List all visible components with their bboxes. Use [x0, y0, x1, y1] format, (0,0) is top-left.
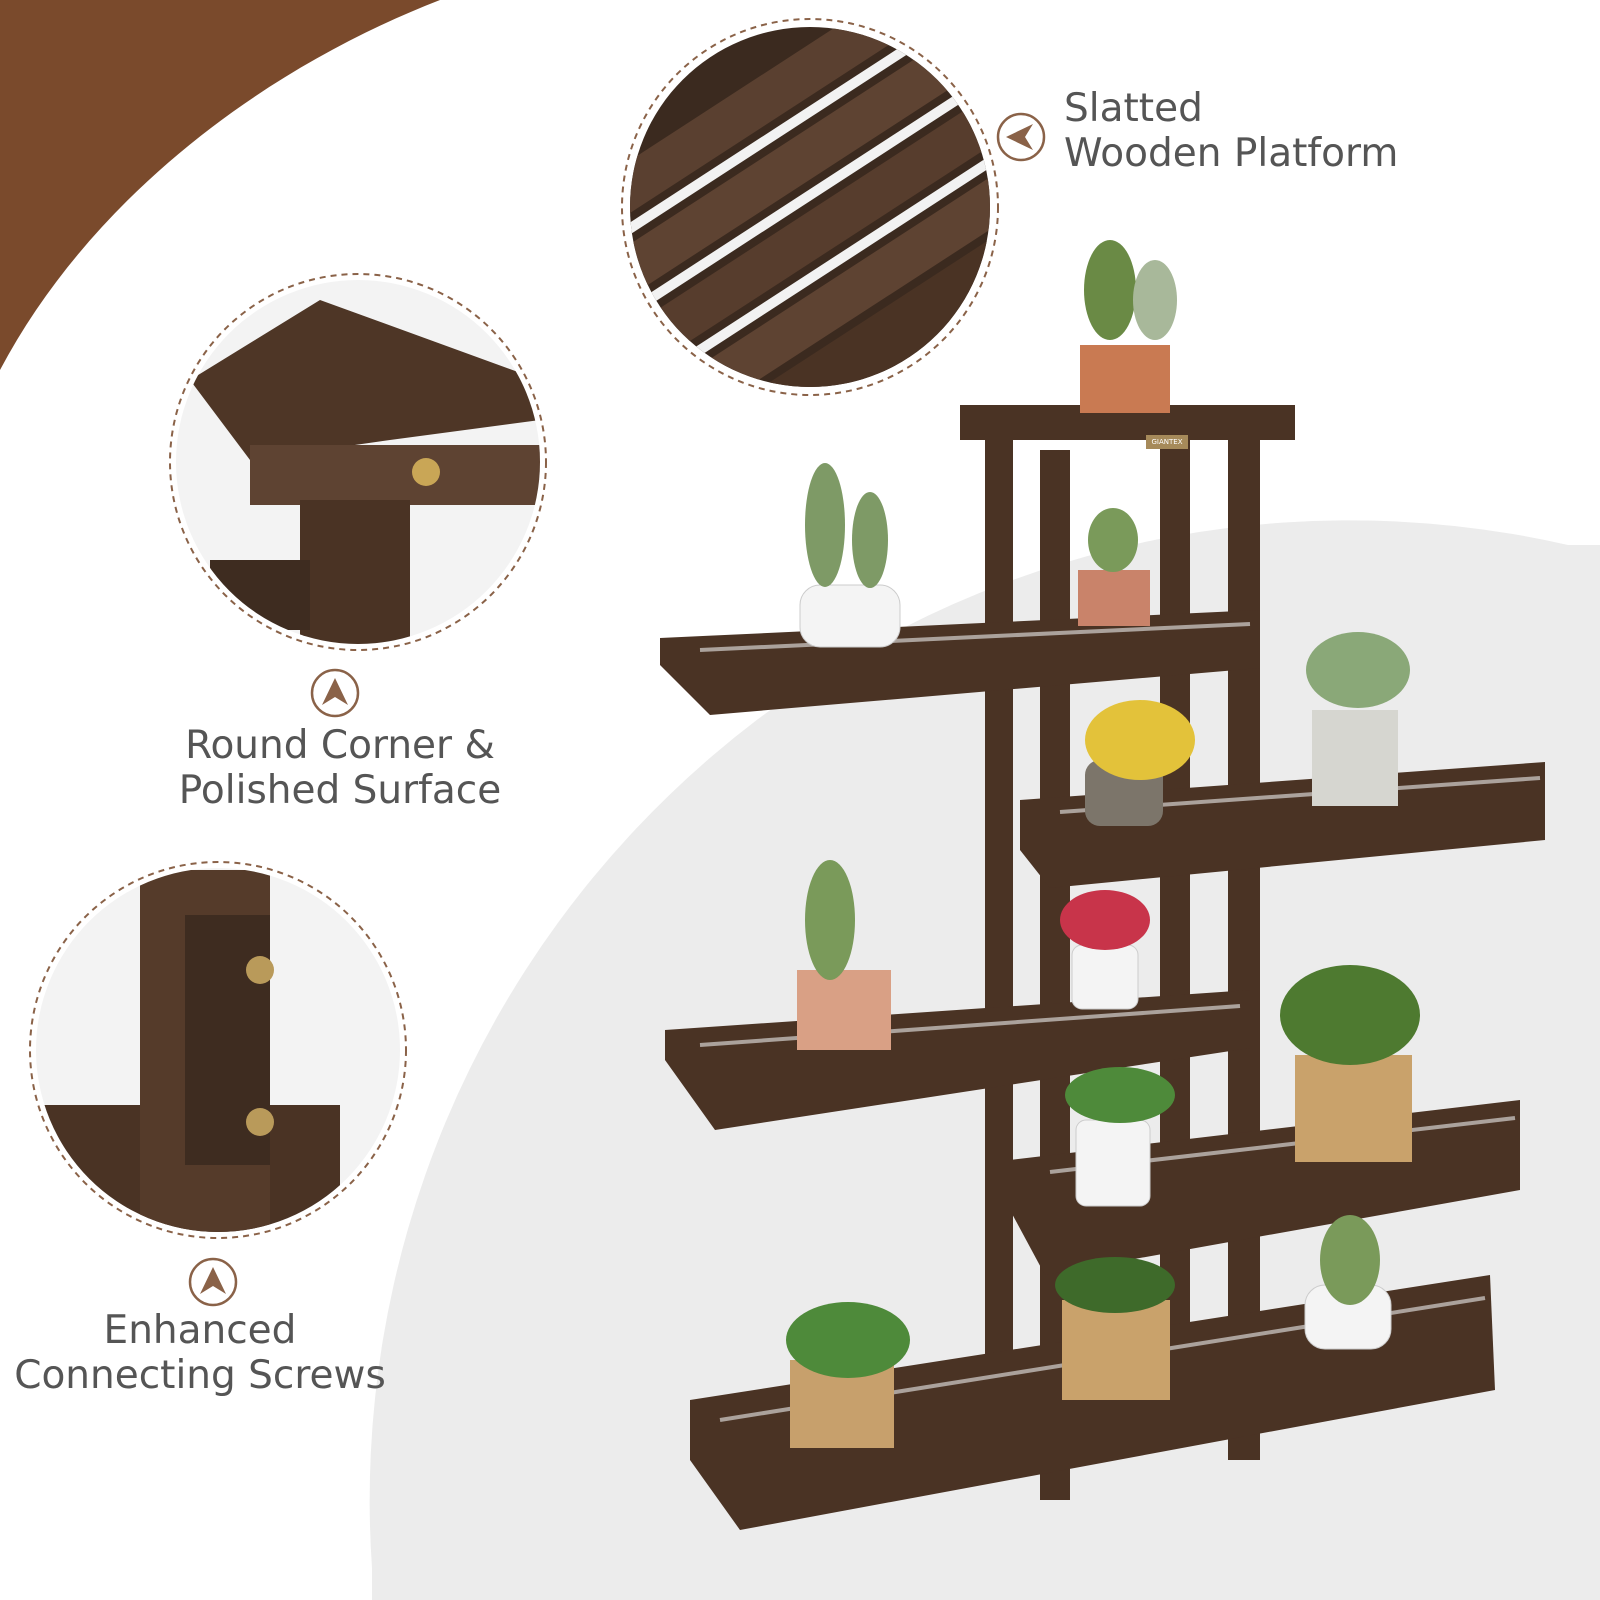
detail-circle-connecting-screws [29, 861, 407, 1239]
feature-label-slatted-platform: Slatted Wooden Platform [1064, 86, 1398, 176]
potted-plants [786, 240, 1420, 1448]
brand-plate-text: GIANTEX [1151, 438, 1183, 446]
feature-label-round-corner: Round Corner & Polished Surface [150, 723, 530, 813]
brand-plate [1146, 435, 1188, 449]
feature-line: Connecting Screws [14, 1353, 386, 1398]
feature-line: Enhanced [103, 1308, 297, 1353]
arrow-up-circle-icon [310, 668, 360, 718]
feature-line: Round Corner & [185, 723, 495, 768]
arrow-up-circle-icon [188, 1257, 238, 1307]
feature-line: Wooden Platform [1064, 131, 1399, 176]
detail-circle-slatted-platform [621, 18, 999, 396]
arrow-left-circle-icon [996, 112, 1046, 162]
detail-circle-round-corner [169, 273, 547, 651]
feature-line: Slatted [1064, 86, 1203, 131]
feature-line: Polished Surface [178, 768, 502, 813]
brown-corner-shape [0, 0, 440, 370]
feature-label-connecting-screws: Enhanced Connecting Screws [0, 1308, 400, 1398]
